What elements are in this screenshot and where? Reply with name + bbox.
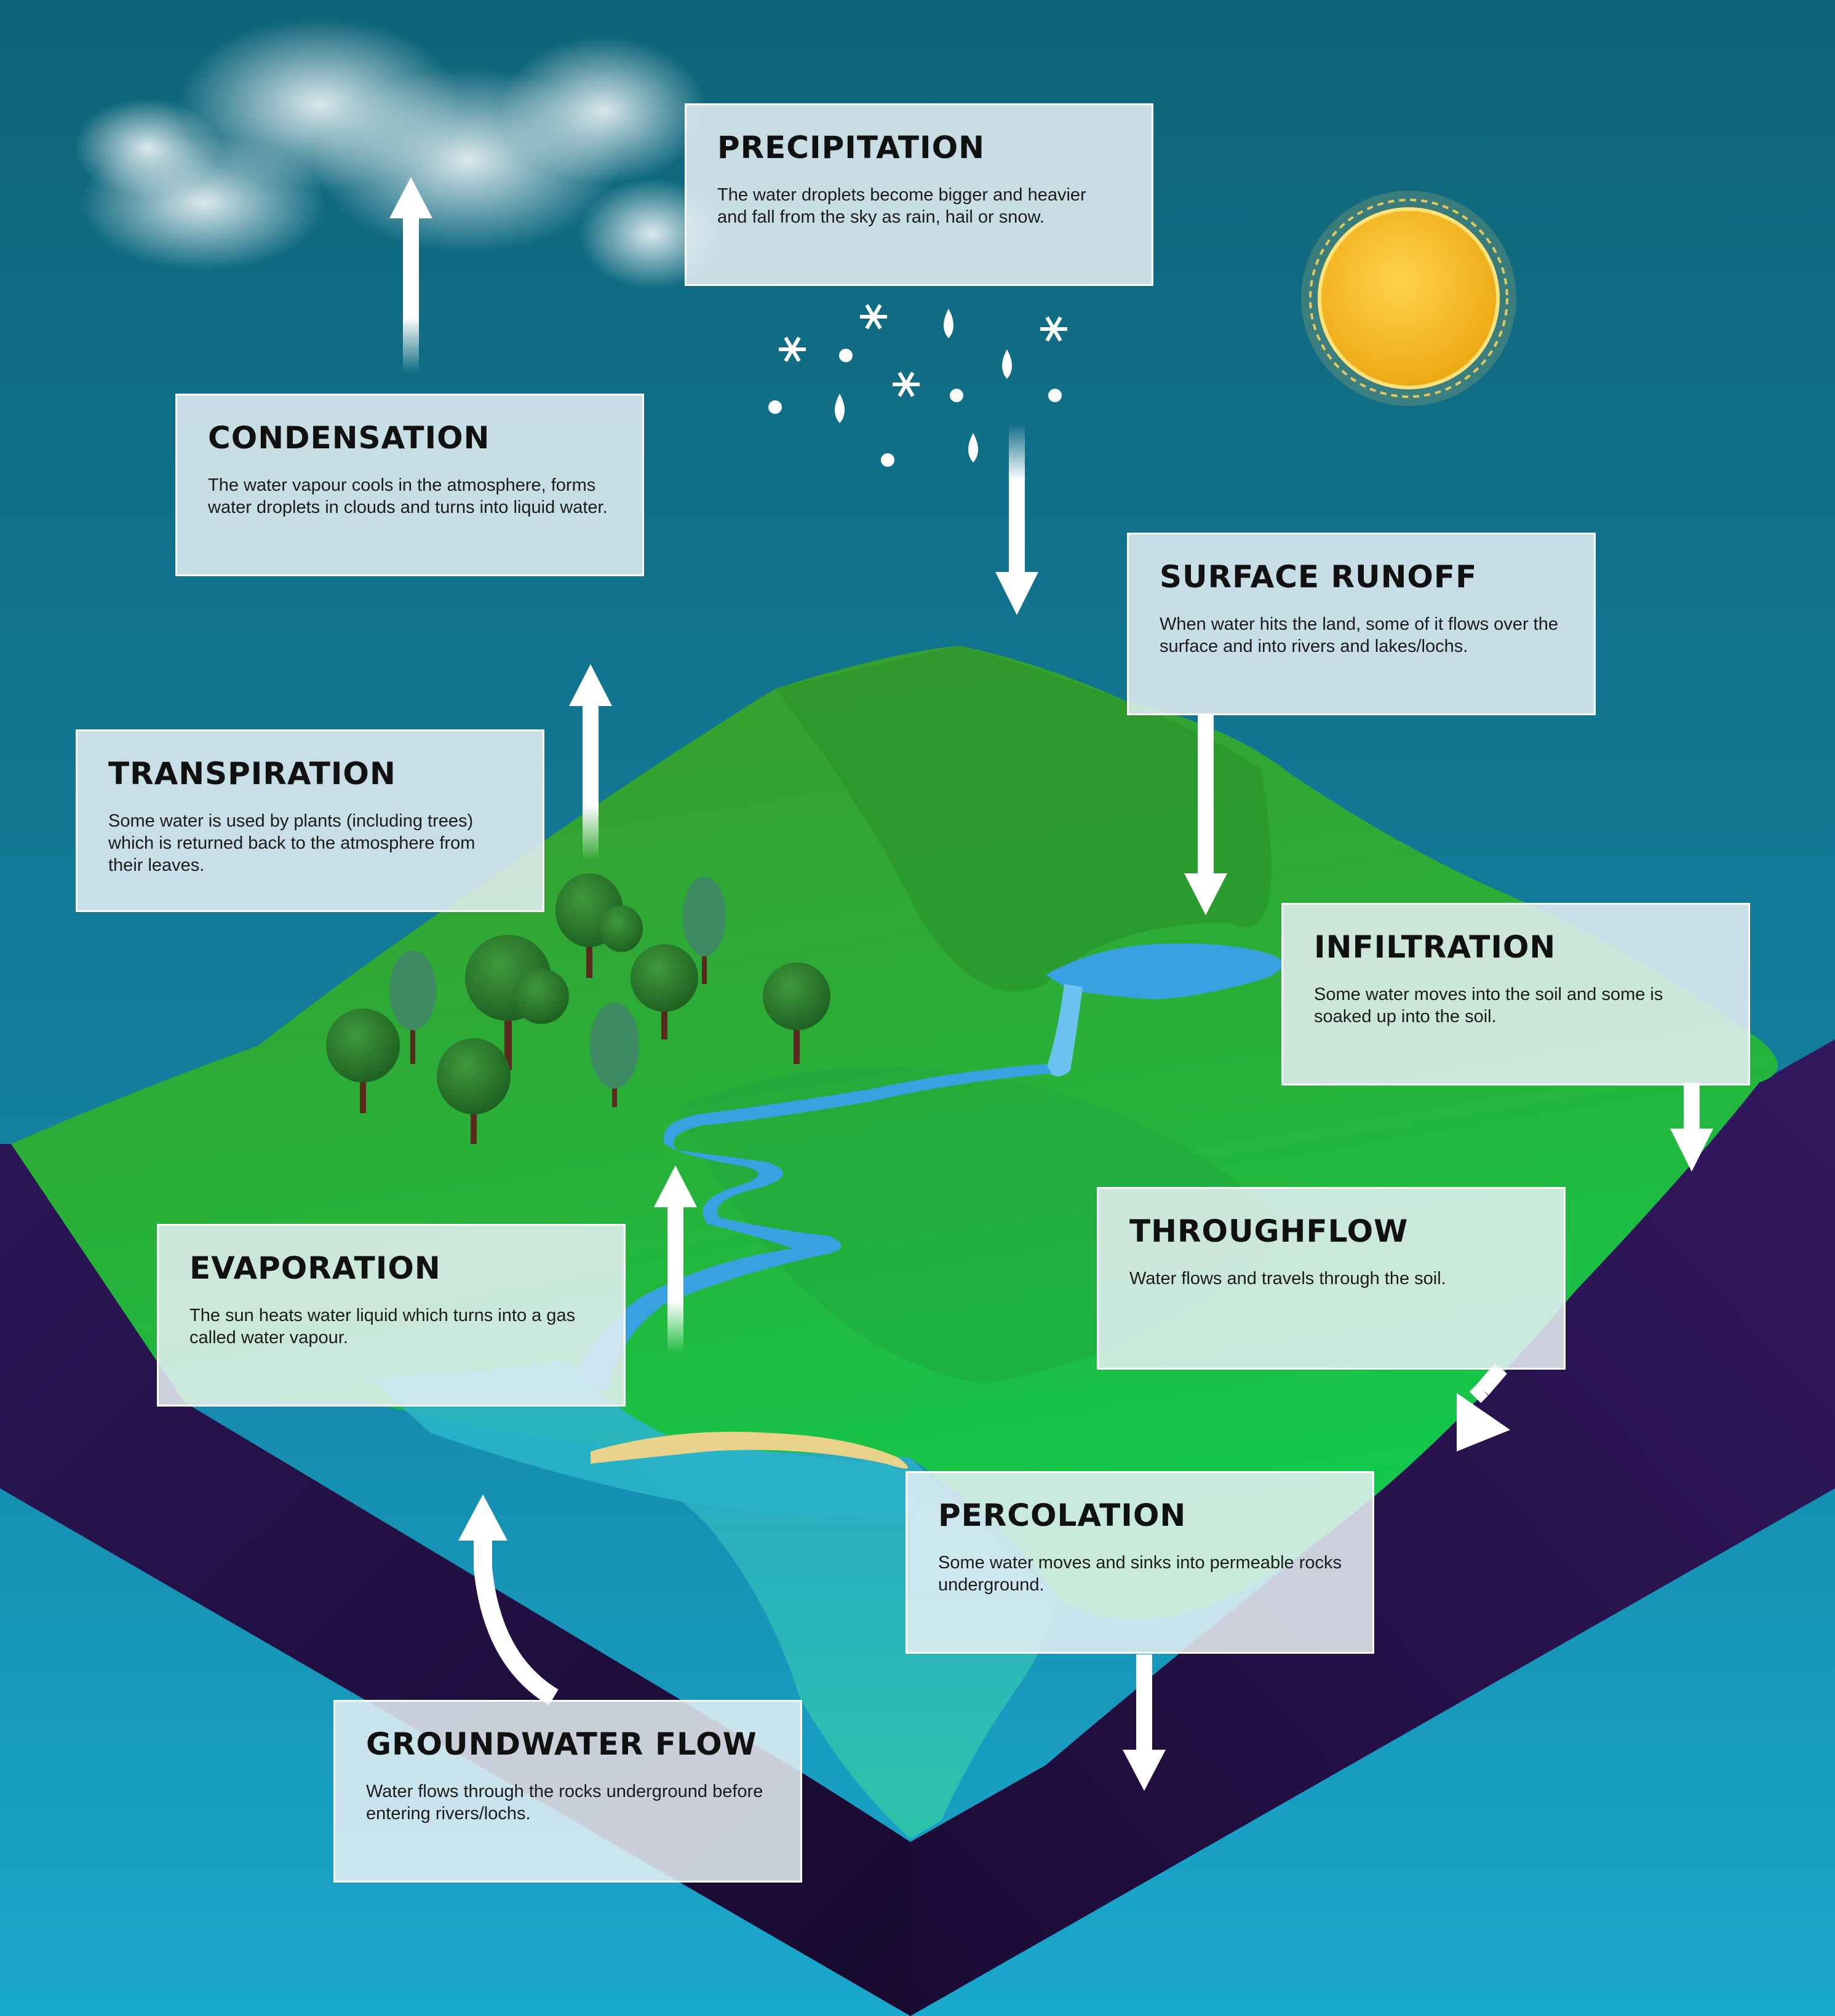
percolation-card: PERCOLATION Some water moves and sinks i… [906, 1471, 1374, 1654]
tree-icon [763, 962, 830, 1064]
raindrop-icon [835, 309, 1012, 462]
transpiration-card: TRANSPIRATION Some water is used by plan… [76, 729, 544, 912]
groundwater-flow-card: GROUNDWATER FLOW Water flows through the… [333, 1700, 802, 1883]
trees [326, 873, 830, 1144]
tree-icon [555, 873, 643, 978]
lake [1046, 943, 1283, 999]
groundwater-flow-text: Water flows through the rocks undergroun… [366, 1782, 763, 1824]
tree-icon [389, 950, 436, 1064]
snowflake-icon [779, 304, 1067, 397]
condensation-title: CONDENSATION [208, 420, 490, 456]
infiltration-text: Some water moves into the soil and some … [1314, 985, 1663, 1026]
arrow-icon [1123, 1654, 1166, 1791]
arrow-icon [654, 1165, 697, 1353]
arrow-icon [389, 177, 432, 372]
arrow-icon [1670, 1082, 1713, 1172]
tree-icon [465, 935, 569, 1070]
waterfall [1046, 984, 1083, 1076]
condensation-text: The water vapour cools in the atmosphere… [208, 475, 608, 517]
tree-icon [590, 1002, 639, 1107]
groundwater-flow-title: GROUNDWATER FLOW [366, 1726, 757, 1762]
precipitation-symbols [768, 304, 1067, 467]
surface-runoff-card: SURFACE RUNOFF When water hits the land,… [1127, 533, 1596, 715]
transpiration-title: TRANSPIRATION [108, 756, 396, 792]
precipitation-card: PRECIPITATION The water droplets become … [685, 103, 1153, 286]
mountain-ridge [775, 646, 1272, 992]
throughflow-title: THROUGHFLOW [1129, 1213, 1409, 1249]
evaporation-title: EVAPORATION [189, 1250, 441, 1286]
throughflow-card: THROUGHFLOW Water flows and travels thro… [1097, 1187, 1566, 1370]
arrow-icon [995, 424, 1038, 615]
arrow-icon [1184, 713, 1227, 915]
infiltration-card: INFILTRATION Some water moves into the s… [1281, 903, 1750, 1085]
tree-icon [631, 944, 698, 1039]
tree-icon [326, 1009, 400, 1113]
evaporation-card: EVAPORATION The sun heats water liquid w… [157, 1224, 626, 1407]
evaporation-text: The sun heats water liquid which turns i… [189, 1306, 576, 1347]
precipitation-text: The water droplets become bigger and hea… [717, 185, 1086, 227]
surface-runoff-text: When water hits the land, some of it flo… [1160, 614, 1558, 656]
arrow-icon [458, 1494, 559, 1705]
tree-icon [437, 1038, 511, 1144]
sun-icon [1301, 191, 1516, 406]
tree-icon [683, 876, 726, 984]
arrow-icon [569, 664, 612, 861]
arrow-icon [1457, 1363, 1510, 1451]
precipitation-title: PRECIPITATION [717, 130, 985, 165]
infiltration-title: INFILTRATION [1314, 929, 1556, 965]
beach [591, 1432, 908, 1469]
process-arrows [389, 177, 1713, 1791]
throughflow-text: Water flows and travels through the soil… [1129, 1269, 1446, 1288]
percolation-title: PERCOLATION [938, 1498, 1187, 1533]
transpiration-text: Some water is used by plants (including … [108, 811, 476, 875]
surface-runoff-title: SURFACE RUNOFF [1160, 559, 1478, 595]
percolation-text: Some water moves and sinks into permeabl… [938, 1553, 1342, 1595]
condensation-card: CONDENSATION The water vapour cools in t… [175, 394, 644, 576]
